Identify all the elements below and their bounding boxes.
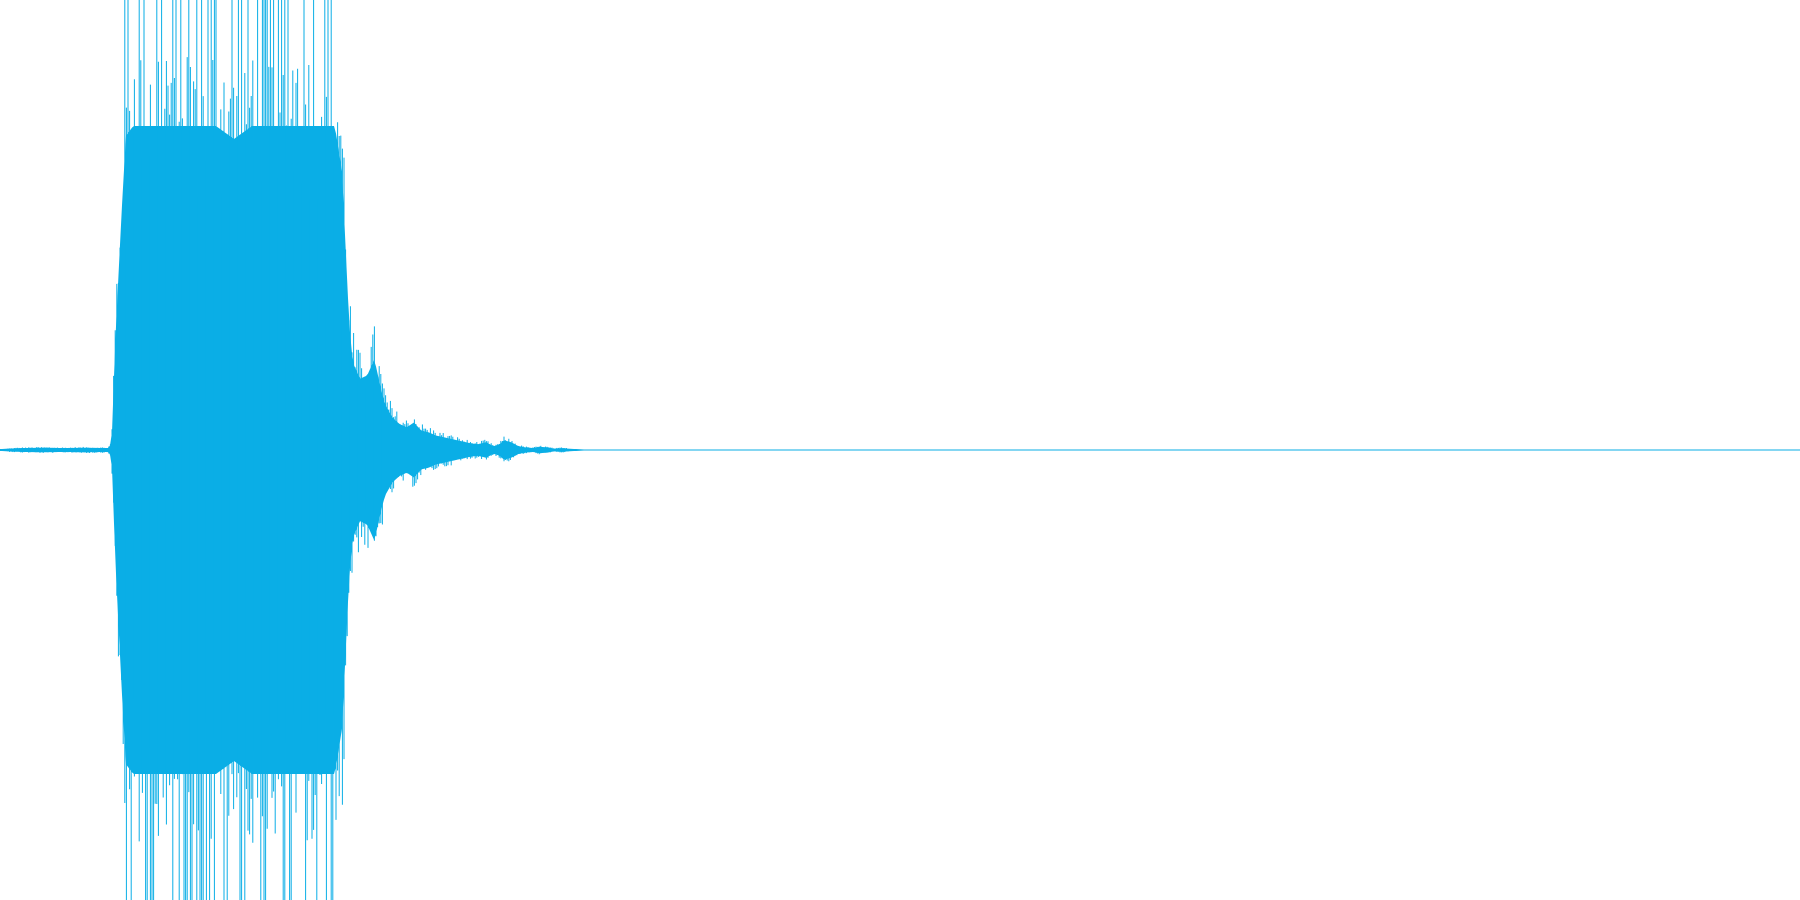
waveform-panel [0,0,1800,900]
waveform-chart [0,0,1800,900]
